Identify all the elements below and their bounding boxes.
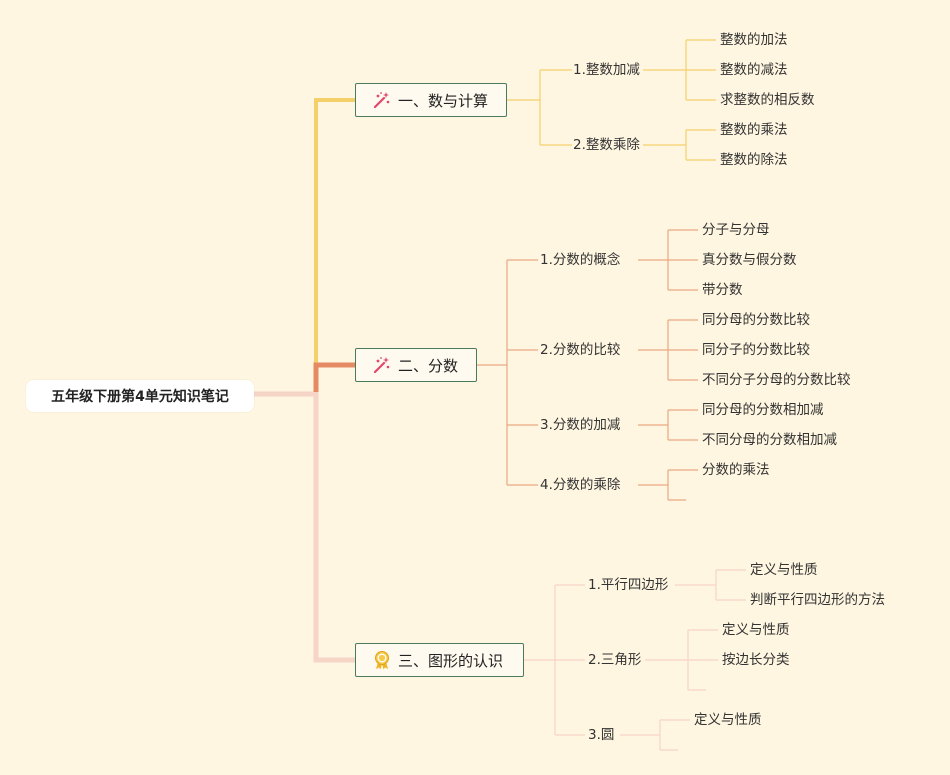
subtopic-2-4[interactable]: 4.分数的乘除 (540, 477, 621, 493)
leaf-2-1-3[interactable]: 带分数 (702, 282, 743, 298)
branch-node-1[interactable]: 一、数与计算 (355, 83, 507, 117)
subtopic-3-3[interactable]: 3.圆 (588, 727, 615, 743)
subtopic-3-2[interactable]: 2.三角形 (588, 652, 642, 668)
magic-wand-icon (372, 355, 392, 375)
connector-root-branch1 (314, 98, 355, 392)
branch3-connectors (524, 569, 746, 751)
subtopic-2-1[interactable]: 1.分数的概念 (540, 252, 621, 268)
magic-wand-icon (372, 90, 392, 110)
leaf-2-3-2[interactable]: 不同分母的分数相加减 (702, 432, 837, 448)
branch-label-3: 三、图形的认识 (398, 651, 504, 670)
root-node[interactable]: 五年级下册第4单元知识笔记 (26, 380, 254, 412)
leaf-2-1-2[interactable]: 真分数与假分数 (702, 252, 797, 268)
leaf-3-1-2[interactable]: 判断平行四边形的方法 (750, 592, 885, 608)
subtopic-1-1[interactable]: 1.整数加减 (573, 62, 640, 78)
leaf-3-2-1[interactable]: 定义与性质 (722, 622, 790, 638)
leaf-1-2-2[interactable]: 整数的除法 (720, 152, 788, 168)
branch-label-1: 一、数与计算 (398, 91, 489, 110)
leaf-1-2-1[interactable]: 整数的乘法 (720, 122, 788, 138)
leaf-3-3-1[interactable]: 定义与性质 (694, 712, 762, 728)
branch-label-2: 二、分数 (398, 356, 459, 375)
leaf-2-3-1[interactable]: 同分母的分数相加减 (702, 402, 824, 418)
leaf-2-1-1[interactable]: 分子与分母 (702, 222, 770, 238)
subtopic-3-1[interactable]: 1.平行四边形 (588, 577, 669, 593)
subtopic-1-2[interactable]: 2.整数乘除 (573, 137, 640, 153)
subtopic-2-3[interactable]: 3.分数的加减 (540, 417, 621, 433)
branch2-connectors (477, 229, 698, 501)
leaf-1-1-3[interactable]: 求整数的相反数 (720, 92, 815, 108)
leaf-3-1-1[interactable]: 定义与性质 (750, 562, 818, 578)
leaf-2-2-2[interactable]: 同分子的分数比较 (702, 342, 810, 358)
leaf-3-2-2[interactable]: 按边长分类 (722, 652, 790, 668)
branch1-connectors (507, 39, 716, 161)
branch-node-2[interactable]: 二、分数 (355, 348, 477, 382)
subtopic-2-2[interactable]: 2.分数的比较 (540, 342, 621, 358)
connector-root-branch3 (313, 392, 355, 663)
leaf-1-1-2[interactable]: 整数的减法 (720, 62, 788, 78)
leaf-2-4-1[interactable]: 分数的乘法 (702, 462, 770, 478)
root-label: 五年级下册第4单元知识笔记 (51, 389, 229, 405)
leaf-1-1-1[interactable]: 整数的加法 (720, 32, 788, 48)
award-medal-icon (372, 650, 392, 670)
connector-root-branch2 (313, 362, 355, 392)
leaf-2-2-3[interactable]: 不同分子分母的分数比较 (702, 372, 851, 388)
branch-node-3[interactable]: 三、图形的认识 (355, 643, 524, 677)
leaf-2-2-1[interactable]: 同分母的分数比较 (702, 312, 810, 328)
